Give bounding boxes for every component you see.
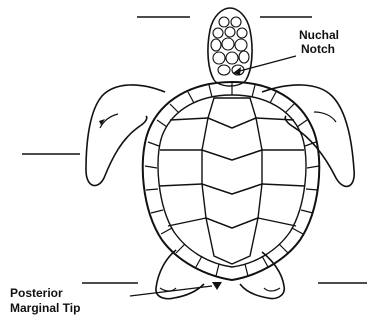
costal-scutes — [159, 118, 305, 226]
vertebral-scutes — [202, 98, 262, 264]
posterior-label-line2: Marginal Tip — [10, 301, 80, 315]
marginal-scutes — [145, 82, 319, 276]
right-hind-flipper — [240, 252, 284, 299]
posterior-tip-leader — [130, 286, 212, 296]
left-front-flipper — [86, 85, 165, 186]
right-front-flipper — [262, 85, 354, 186]
head-scales — [211, 17, 249, 75]
right-flipper-inner-edge — [314, 112, 336, 122]
right-hind-flipper-edge — [264, 288, 280, 291]
nuchal-notch-label-line2: Notch — [301, 42, 335, 56]
carapace-inner — [158, 95, 306, 267]
posterior-label-line1: Posterior — [10, 286, 63, 300]
nuchal-notch-label-line1: Nuchal — [299, 28, 339, 42]
posterior-tip-arrowhead — [212, 282, 222, 290]
nuchal-notch-leader — [236, 56, 296, 72]
carapace-outer — [143, 82, 320, 280]
